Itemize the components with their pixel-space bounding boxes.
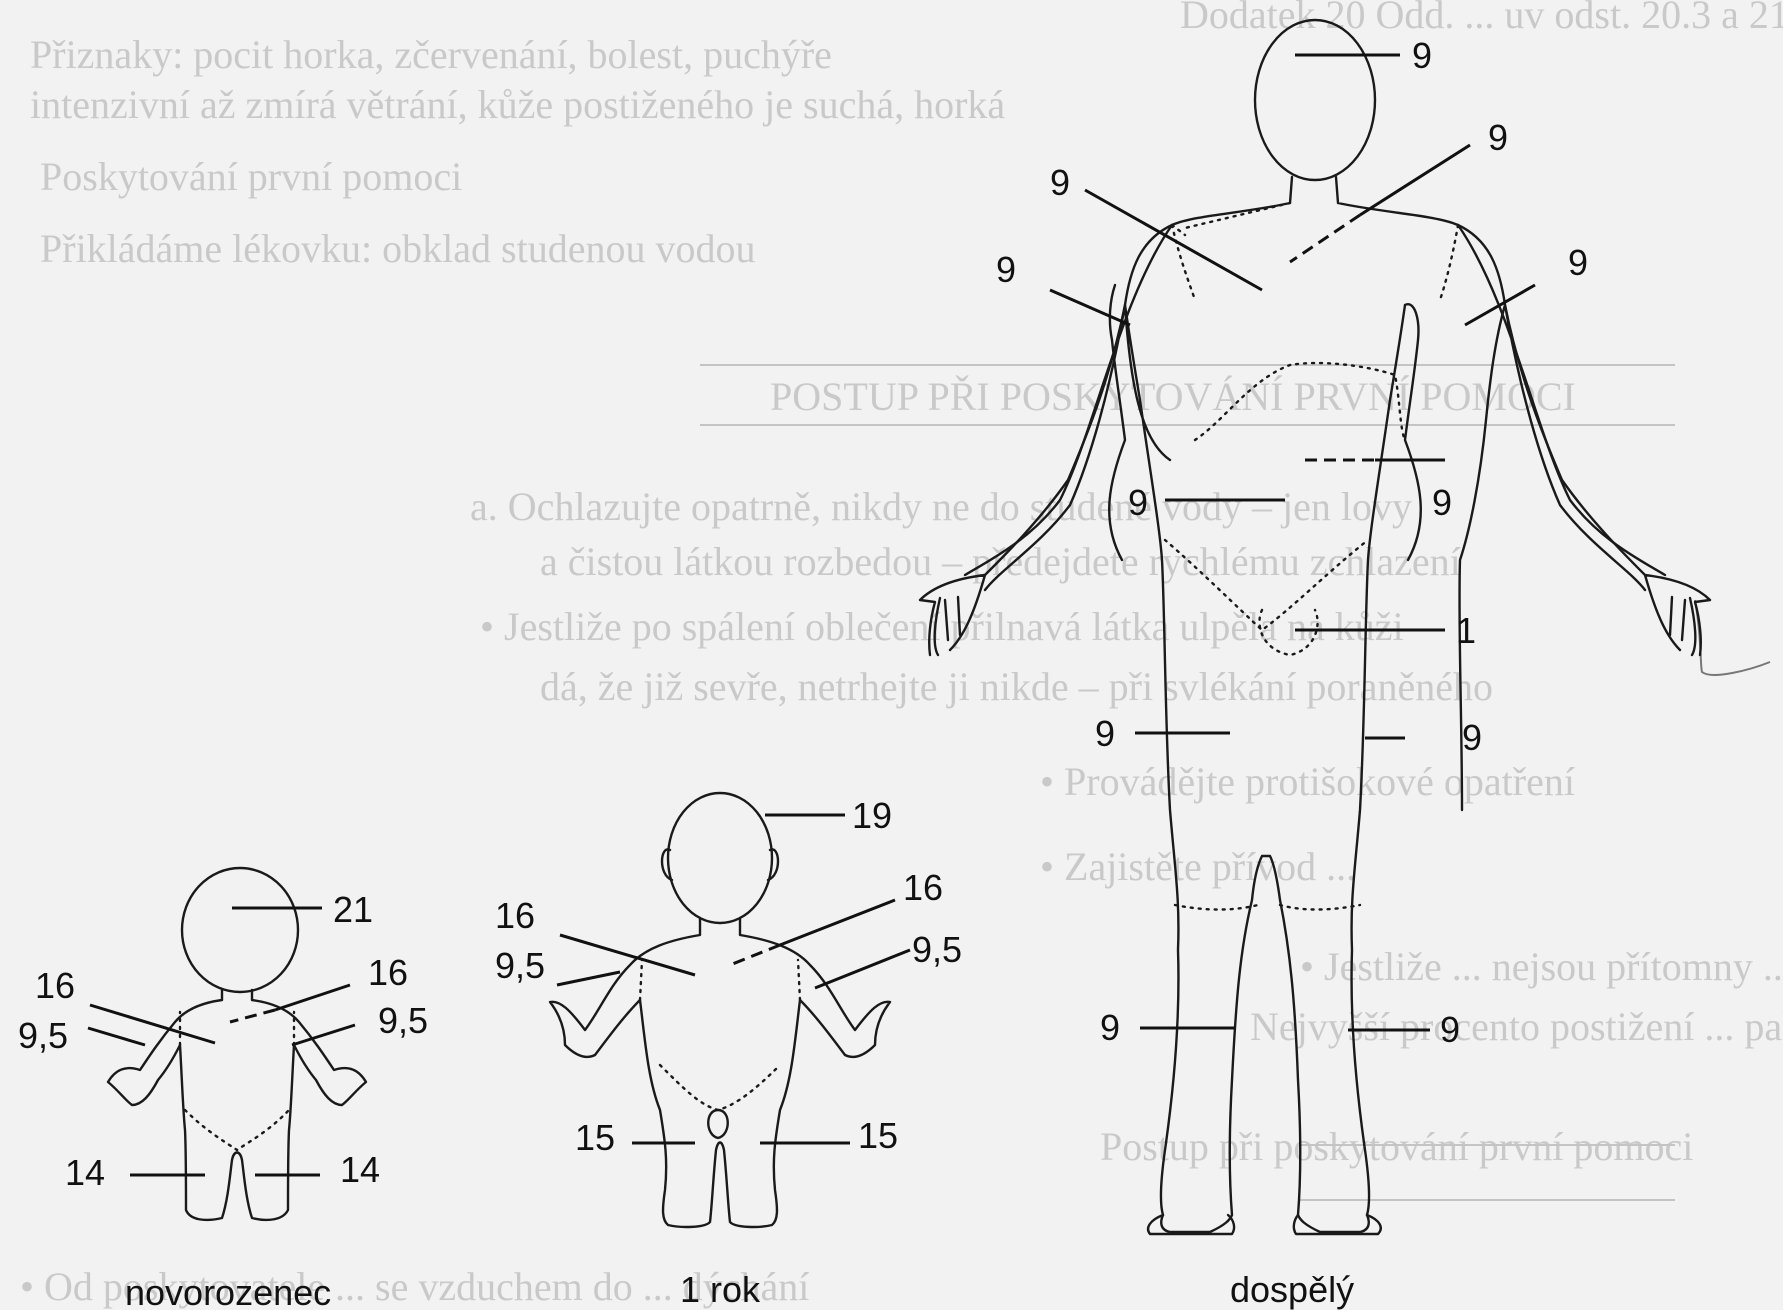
newborn-left-arm-label: 9,5 [18,1015,68,1056]
newborn-right-arm-label: 9,5 [378,1000,428,1041]
adult-chest-marker [1085,190,1262,290]
one-year-right-arm-label: 9,5 [912,929,962,970]
bg-line-3: intenzivní až zmírá větrání, kůže postiž… [30,82,1005,127]
one-year-right-arm-marker [815,950,910,988]
bg-line-7: a. Ochlazujte opatrně, nikdy ne do stude… [470,484,1412,529]
adult-left-arm-marker [1050,290,1130,325]
bg-line-10: dá, že již sevře, netrhejte ji nikde – p… [540,664,1493,709]
adult-knee-boundary [1175,905,1360,910]
adult-right-arm-label: 9 [1568,242,1588,283]
one-year-chest-label: 16 [495,895,535,936]
one-year-left-arm-label: 9,5 [495,945,545,986]
adult-abdomen-label: 9 [1128,482,1148,523]
newborn-figure: 21 16 16 9,5 9,5 14 14 novorozenec [18,868,428,1310]
one-year-caption: 1 rok [680,1269,761,1310]
background-bleed-text: Dodatek 20 Odd. ... uv odst. 20.3 a 21.6… [20,0,1783,1309]
bg-line-15: Postup při poskytování první pomoci [1100,1124,1693,1169]
page-edge-mark [1695,600,1770,675]
newborn-armpit-boundaries [180,1012,294,1045]
one-year-ears [662,849,778,880]
one-year-back-label: 16 [903,867,943,908]
bg-line-13: • Jestliže ... nejsou přítomny ... podez… [1300,944,1783,989]
adult-back-marker [1360,145,1470,215]
bg-line-4: Poskytování první pomoci [40,154,462,199]
newborn-chest-label: 16 [35,965,75,1006]
one-year-genitals [708,1110,728,1138]
adult-genital-label: 1 [1456,610,1476,651]
adult-head-label: 9 [1412,35,1432,76]
adult-left-arm-label: 9 [996,249,1016,290]
one-year-head-label: 19 [852,795,892,836]
one-year-head [668,793,772,923]
one-year-groin-boundary [660,1065,780,1110]
newborn-chest-marker [90,1005,215,1043]
newborn-caption: novorozenec [125,1272,331,1310]
bg-line-2: Přiznaky: pocit horka, zčervenání, boles… [30,32,832,77]
adult-back-label: 9 [1488,117,1508,158]
bg-line-6: POSTUP PŘI POSKYTOVÁNÍ PRVNÍ POMOCI [770,374,1576,419]
one-year-left-arm-marker [557,972,620,985]
adult-head [1255,20,1375,180]
adult-lower-back-label: 9 [1432,482,1452,523]
bg-line-5: Přikládáme lékovku: obklad studenou vodo… [40,226,755,271]
adult-caption: dospělý [1230,1269,1354,1310]
adult-left-thigh-label: 9 [1095,713,1115,754]
one-year-left-leg-label: 15 [575,1117,615,1158]
one-year-right-leg-label: 15 [858,1115,898,1156]
newborn-left-leg-label: 14 [65,1152,105,1193]
one-year-back-marker-hidden [730,945,780,965]
bg-line-8: a čistou látkou rozbedou – předejdete ry… [540,539,1461,584]
adult-right-arm-marker [1465,285,1535,325]
newborn-left-arm-marker [88,1028,145,1045]
one-year-back-marker [780,900,895,945]
newborn-groin-boundary [185,1110,289,1150]
adult-left-shin-label: 9 [1100,1007,1120,1048]
bg-line-12: • Zajistěte přívod ... [1040,844,1356,889]
newborn-back-marker-hidden [230,1010,275,1022]
adult-left-armpit-boundary [1172,225,1195,300]
adult-right-shin-label: 9 [1440,1009,1460,1050]
newborn-head [182,868,298,992]
newborn-back-marker [275,985,350,1010]
newborn-head-label: 21 [333,889,373,930]
bg-line-1: Dodatek 20 Odd. ... uv odst. 20.3 a 21.6… [1180,0,1783,37]
bg-line-14: Nejvyšší procento postižení ... pak a [1250,1004,1783,1049]
bg-line-11: • Provádějte protišokové opatření [1040,759,1575,804]
newborn-body-outline [108,990,366,1220]
one-year-body-outline [550,918,890,1227]
newborn-back-label: 16 [368,952,408,993]
newborn-right-leg-label: 14 [340,1149,380,1190]
adult-right-thigh-label: 9 [1462,717,1482,758]
adult-chest-label: 9 [1050,162,1070,203]
one-year-figure: 19 16 16 9,5 9,5 15 15 1 rok [495,793,962,1310]
newborn-right-arm-marker [292,1025,355,1045]
adult-right-armpit-boundary [1440,225,1458,300]
adult-back-marker-hidden [1290,215,1360,262]
